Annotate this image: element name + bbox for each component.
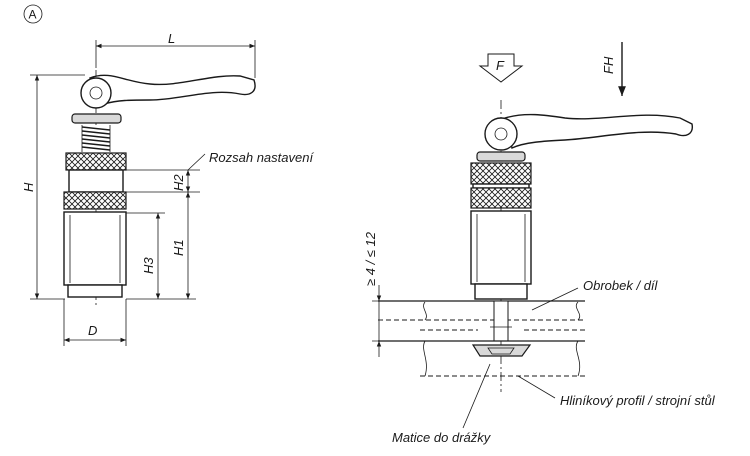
mounted-cam-disc — [476, 151, 526, 162]
workpiece-callout: Obrobek / díl — [583, 278, 659, 293]
spring — [81, 125, 111, 152]
dim-l-label: L — [168, 31, 175, 46]
lever-pivot — [80, 77, 112, 109]
dim-h2-label: H2 — [171, 174, 186, 191]
aluminium-profile-callout: Hliníkový profil / strojní stůl — [560, 393, 716, 408]
cam-disc — [71, 113, 122, 124]
mounted-lever-pivot — [484, 117, 518, 151]
workpiece — [378, 300, 585, 321]
view-marker-label: A — [29, 8, 37, 22]
dim-h1-label: H1 — [171, 239, 186, 256]
depth-dim-label: ≥ 4 / ≤ 12 — [363, 231, 378, 286]
lower-knurled-ring — [63, 191, 127, 210]
dim-d-label: D — [88, 323, 97, 338]
mounted-lever-pivot-hole — [494, 127, 508, 141]
force-f-arrow — [478, 53, 524, 83]
lever-handle — [89, 74, 256, 105]
thread-tip — [67, 284, 123, 298]
upper-knurled-ring — [65, 152, 127, 171]
mounted-lever-handle — [504, 113, 693, 149]
clamp-bolt — [493, 300, 509, 342]
view-a-lever: A — [23, 4, 256, 308]
view-a-dimensions: L H H2 Rozsah nastavení H1 H3 D — [21, 31, 314, 346]
threaded-body — [63, 211, 127, 286]
dim-h-label: H — [21, 182, 36, 192]
adjustment-range-callout: Rozsah nastavení — [209, 150, 314, 165]
mounted-lower-knurl — [470, 187, 532, 209]
dim-h3-label: H3 — [141, 257, 156, 274]
slot-nut-callout: Matice do drážky — [392, 430, 492, 445]
force-f-label: F — [496, 58, 505, 73]
force-fh-label: FH — [601, 56, 616, 74]
lever-pivot-hole — [89, 86, 103, 100]
neck — [68, 169, 124, 193]
mounted-threaded-body — [470, 210, 532, 285]
mounted-thread-tip — [474, 283, 528, 300]
mounted-view: F FH — [363, 42, 716, 445]
mounted-upper-knurl — [470, 162, 532, 185]
slot-nut — [471, 344, 532, 357]
view-marker-circle — [23, 4, 43, 24]
mounted-neck — [472, 183, 530, 189]
